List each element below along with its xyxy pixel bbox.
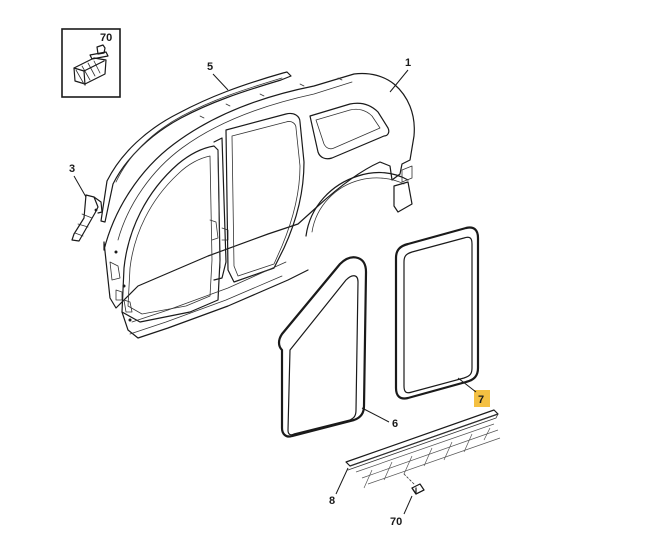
front-door-seal[interactable]: 6 — [277, 256, 398, 438]
body-side-panel[interactable]: 1 — [103, 57, 415, 339]
rear-door-seal-highlight — [474, 390, 490, 407]
inset-clip-box[interactable]: 70 — [61, 28, 121, 98]
roof-rail-molding[interactable]: 5 — [100, 61, 292, 223]
roof-rail-label: 5 — [207, 61, 213, 73]
sill-molding[interactable]: 8 — [329, 409, 501, 507]
side-panel-label: 1 — [405, 57, 411, 69]
bracket-part[interactable]: 3 — [69, 163, 103, 242]
push-clip-icon — [73, 44, 109, 86]
sill-clip[interactable]: 70 — [390, 473, 425, 528]
inset-part-label: 70 — [100, 32, 112, 44]
sill-molding-label: 8 — [329, 495, 335, 507]
sill-molding-hatch — [355, 423, 501, 489]
sill-clip-label: 70 — [390, 516, 402, 528]
rear-door-seal-label: 7 — [478, 394, 484, 406]
front-door-seal-label: 6 — [392, 418, 398, 430]
bracket-label: 3 — [69, 163, 75, 175]
rear-door-seal[interactable]: 7 — [394, 226, 490, 407]
